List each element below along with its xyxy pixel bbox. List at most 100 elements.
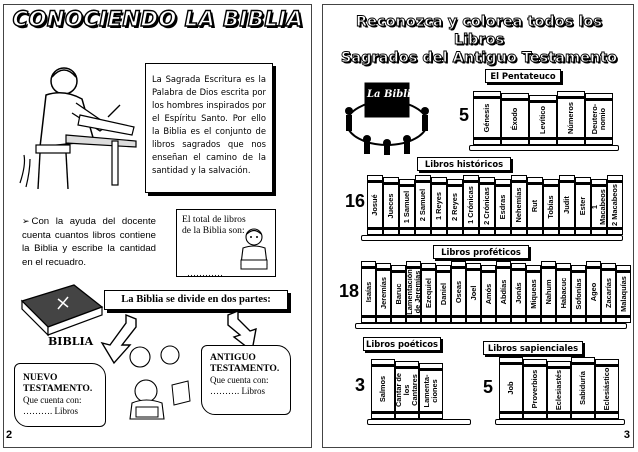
book-spine[interactable]: Jeremías (376, 263, 391, 323)
book-spine[interactable]: Ester (575, 177, 591, 235)
book-spine[interactable]: Zacarías (601, 263, 616, 323)
book-spine[interactable]: 1 Macabeos (591, 179, 607, 235)
book-spine[interactable]: Eclesiastés (547, 361, 571, 419)
definition-box: La Sagrada Escritura es la Palabra de Di… (145, 63, 273, 193)
pentateuco-label: El Pentateuco (485, 69, 561, 83)
arrow-icon: ➢ (22, 216, 30, 226)
book-title: Miqueas (528, 279, 538, 309)
book-spine[interactable]: Abdías (496, 261, 511, 323)
book-spine[interactable]: Tobías (543, 179, 559, 235)
new-testament-name: NUEVO TESTAMENTO. (23, 372, 93, 394)
old-testament-scroll: ANTIGUO TESTAMENTO. Que cuenta con: ……….… (201, 345, 291, 415)
book-spine[interactable]: Rut (527, 177, 543, 235)
book-spine[interactable]: Eclesiástico (595, 359, 619, 419)
book-spine[interactable]: Lamentación de Jeremías (406, 261, 421, 323)
writer-illustration (19, 67, 137, 190)
book-spine[interactable]: Números (557, 91, 585, 145)
bible-people-logo (345, 82, 429, 155)
book-title: 1 Macabeos (592, 189, 607, 225)
book-spine[interactable]: 2 Crónicas (479, 177, 495, 235)
book-spine[interactable]: Levítico (529, 95, 557, 145)
book-title: Lamenta- ciones (422, 374, 439, 408)
book-spine[interactable]: 1 Crónicas (463, 175, 479, 235)
book-spine[interactable]: Baruc (391, 265, 406, 323)
book-spine[interactable]: Ezequiel (421, 263, 436, 323)
book-title: 1 Samuel (402, 190, 411, 224)
book-title: Levítico (538, 106, 547, 134)
book-spine[interactable]: Amós (481, 265, 496, 323)
book-title: Isaías (363, 281, 373, 303)
book-title: Abdías (498, 279, 508, 305)
book-spine[interactable]: Génesis (473, 91, 501, 145)
children-reading-illustration (129, 345, 191, 420)
sapienciales-label: Libros sapienciales (483, 341, 583, 355)
book-title: Eclesiastés (554, 369, 563, 411)
right-page-title: Reconozca y colorea todos los Libros Sag… (329, 13, 629, 67)
book-spine[interactable]: Daniel (436, 265, 451, 323)
book-spine[interactable]: Nehemías (511, 175, 527, 235)
book-spine[interactable]: Malaquías (616, 265, 631, 323)
book-title: Ezequiel (423, 278, 433, 308)
book-spine[interactable]: Habacuc (556, 263, 571, 323)
new-testament-count[interactable]: Que cuenta con: ………. Libros (23, 395, 82, 416)
book-spine[interactable]: 2 Samuel (415, 175, 431, 235)
book-spine[interactable]: Judit (559, 175, 575, 235)
book-spine[interactable]: Esdras (495, 179, 511, 235)
book-title: 1 Reyes (434, 192, 443, 220)
total-books-label: El total de libros de la Biblia son: (182, 214, 246, 236)
book-title: Daniel (438, 282, 448, 306)
book-title: Sofonías (573, 278, 583, 310)
book-title: Jueces (386, 193, 395, 219)
book-spine[interactable]: Oseas (451, 261, 466, 323)
book-title: Salmos (378, 375, 387, 403)
book-title: Rut (530, 199, 539, 213)
book-title: Tobías (546, 195, 555, 219)
poeticos-label: Libros poéticos (363, 337, 441, 351)
book-spine[interactable]: Deutero- nomio (585, 93, 613, 145)
book-title: Judit (562, 196, 571, 214)
book-spine[interactable]: 2 Reyes (447, 179, 463, 235)
book-spine[interactable]: Miqueas (526, 265, 541, 323)
split-arrows (100, 309, 257, 365)
title-line-2: Sagrados del Antiguo Testamento (340, 50, 618, 67)
book-title: Esdras (498, 194, 507, 220)
book-spine[interactable]: 1 Samuel (399, 179, 415, 235)
book-spine[interactable]: Cantar de los Cantares (395, 361, 419, 419)
book-spine[interactable]: Salmos (371, 359, 395, 419)
book-spine[interactable]: Jueces (383, 177, 399, 235)
book-spine[interactable]: Jonás (511, 263, 526, 323)
bible-label: BIBLIA (48, 335, 94, 348)
instruction-text: ➢Con la ayuda del docente cuenta cuantos… (22, 216, 156, 268)
book-spine[interactable]: 2 Macabeos (607, 175, 623, 235)
child-writing-illustration (240, 228, 268, 270)
book-title: Amós (483, 283, 493, 305)
book-spine[interactable]: Lamenta- ciones (419, 363, 443, 419)
book-spine[interactable]: Éxodo (501, 93, 529, 145)
book-spine[interactable]: Ageo (586, 261, 601, 323)
book-spine[interactable]: Job (499, 357, 523, 419)
book-spine[interactable]: Joel (466, 263, 481, 323)
book-spine[interactable]: Josué (367, 175, 383, 235)
profeticos-shelf (355, 323, 627, 329)
book-spine[interactable]: Sofonías (571, 265, 586, 323)
book-spine[interactable]: Isaías (361, 261, 376, 323)
right-page: Reconozca y colorea todos los Libros Sag… (322, 4, 634, 448)
profeticos-label: Libros proféticos (433, 245, 529, 259)
book-title: Habacuc (558, 277, 568, 309)
pentateuco-count: 5 (459, 105, 470, 125)
book-spine[interactable]: 1 Reyes (431, 177, 447, 235)
old-testament-count[interactable]: Que cuenta con: ………. Libros (210, 375, 269, 396)
book-title: Malaquías (618, 276, 628, 312)
book-spine[interactable]: Nahum (541, 261, 556, 323)
book-title: Job (506, 381, 515, 395)
book-title: Proverbios (530, 369, 539, 409)
book-spine[interactable]: Proverbios (523, 359, 547, 419)
total-books-blank[interactable]: ………… (187, 268, 223, 278)
book-title: Jonás (513, 282, 523, 304)
book-title: Deutero- nomio (590, 103, 607, 135)
book-spine[interactable]: Sabiduría (571, 357, 595, 419)
